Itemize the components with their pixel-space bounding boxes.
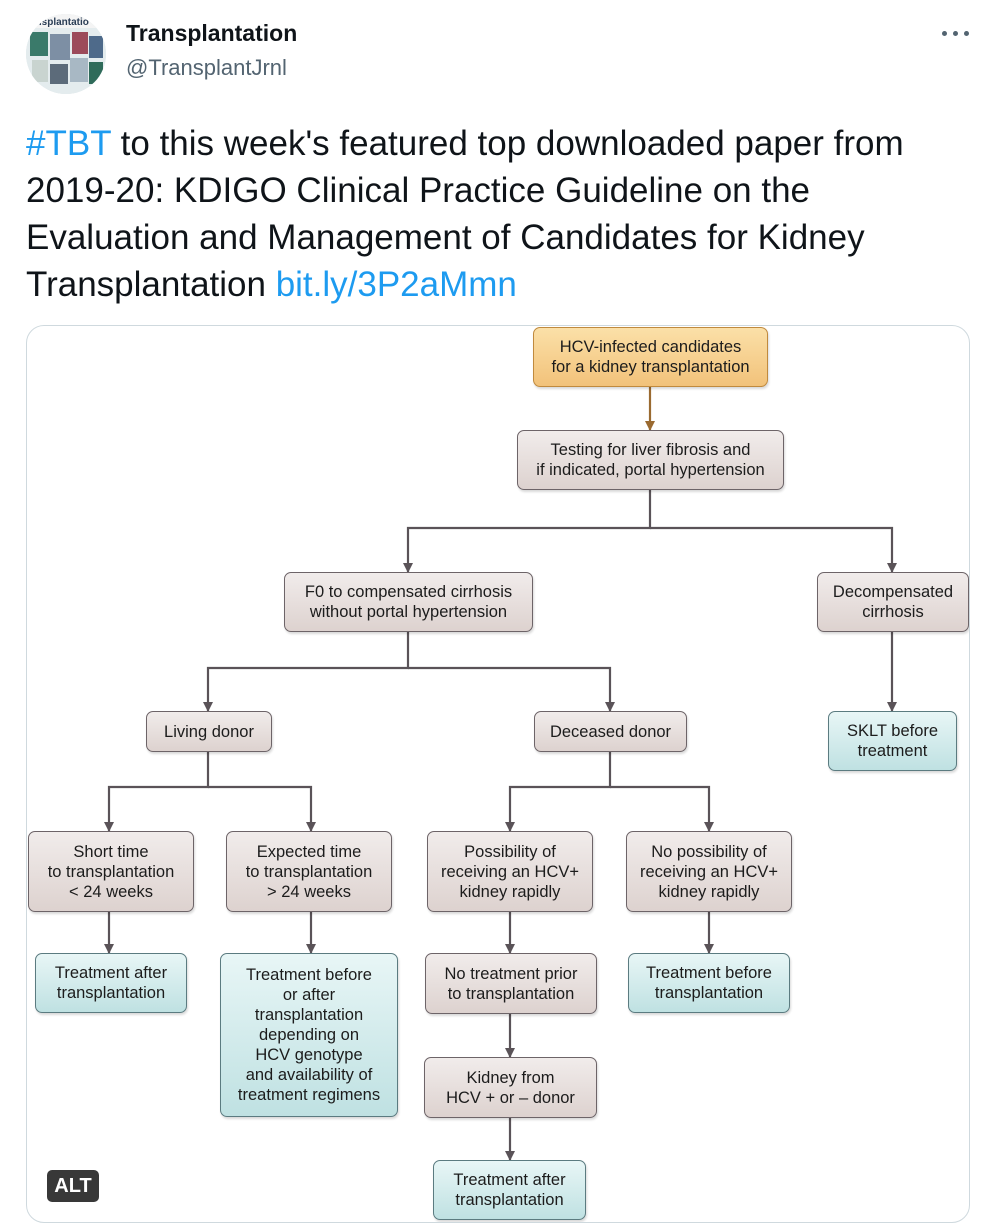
flowchart-connectors <box>104 387 897 1161</box>
node-expected-time: Expected time to transplantation > 24 we… <box>226 831 392 912</box>
node-treatment-before-or-after: Treatment before or after transplantatio… <box>220 953 398 1117</box>
more-options-icon[interactable] <box>936 16 976 50</box>
hashtag-link[interactable]: #TBT <box>26 124 111 163</box>
node-short-time: Short time to transplantation < 24 weeks <box>28 831 194 912</box>
node-possibility-hcv-kidney: Possibility of receiving an HCV+ kidney … <box>427 831 593 912</box>
node-treatment-after-transplantation-2: Treatment after transplantation <box>433 1160 586 1220</box>
author-handle[interactable]: @TransplantJrnl <box>126 55 287 80</box>
tweet-body: to this week's featured top downloaded p… <box>26 124 904 304</box>
node-treatment-before-transplantation: Treatment before transplantation <box>628 953 790 1013</box>
node-kidney-from-donor: Kidney from HCV + or – donor <box>424 1057 597 1118</box>
author-display-name[interactable]: Transplantation <box>126 20 298 46</box>
node-living-donor: Living donor <box>146 711 272 752</box>
node-no-treatment-prior: No treatment prior to transplantation <box>425 953 597 1014</box>
node-f0-compensated-cirrhosis: F0 to compensated cirrhosis without port… <box>284 572 533 632</box>
author-avatar[interactable]: ansplantatio <box>26 14 106 94</box>
alt-text-button[interactable]: ALT <box>47 1170 99 1202</box>
journal-covers-avatar-icon: ansplantatio <box>26 14 106 94</box>
node-decompensated-cirrhosis: Decompensated cirrhosis <box>817 572 969 632</box>
tweet-media-image[interactable]: HCV-infected candidates for a kidney tra… <box>26 325 970 1223</box>
node-treatment-after-transplantation-1: Treatment after transplantation <box>35 953 187 1013</box>
svg-text:ansplantatio: ansplantatio <box>30 17 89 28</box>
node-hcv-candidates: HCV-infected candidates for a kidney tra… <box>533 327 768 387</box>
node-testing-liver-fibrosis: Testing for liver fibrosis and if indica… <box>517 430 784 490</box>
node-no-possibility-hcv-kidney: No possibility of receiving an HCV+ kidn… <box>626 831 792 912</box>
node-sklt-before-treatment: SKLT before treatment <box>828 711 957 771</box>
tweet-url-link[interactable]: bit.ly/3P2aMmn <box>275 265 517 304</box>
node-deceased-donor: Deceased donor <box>534 711 687 752</box>
tweet-text: #TBT to this week's featured top downloa… <box>26 120 956 308</box>
